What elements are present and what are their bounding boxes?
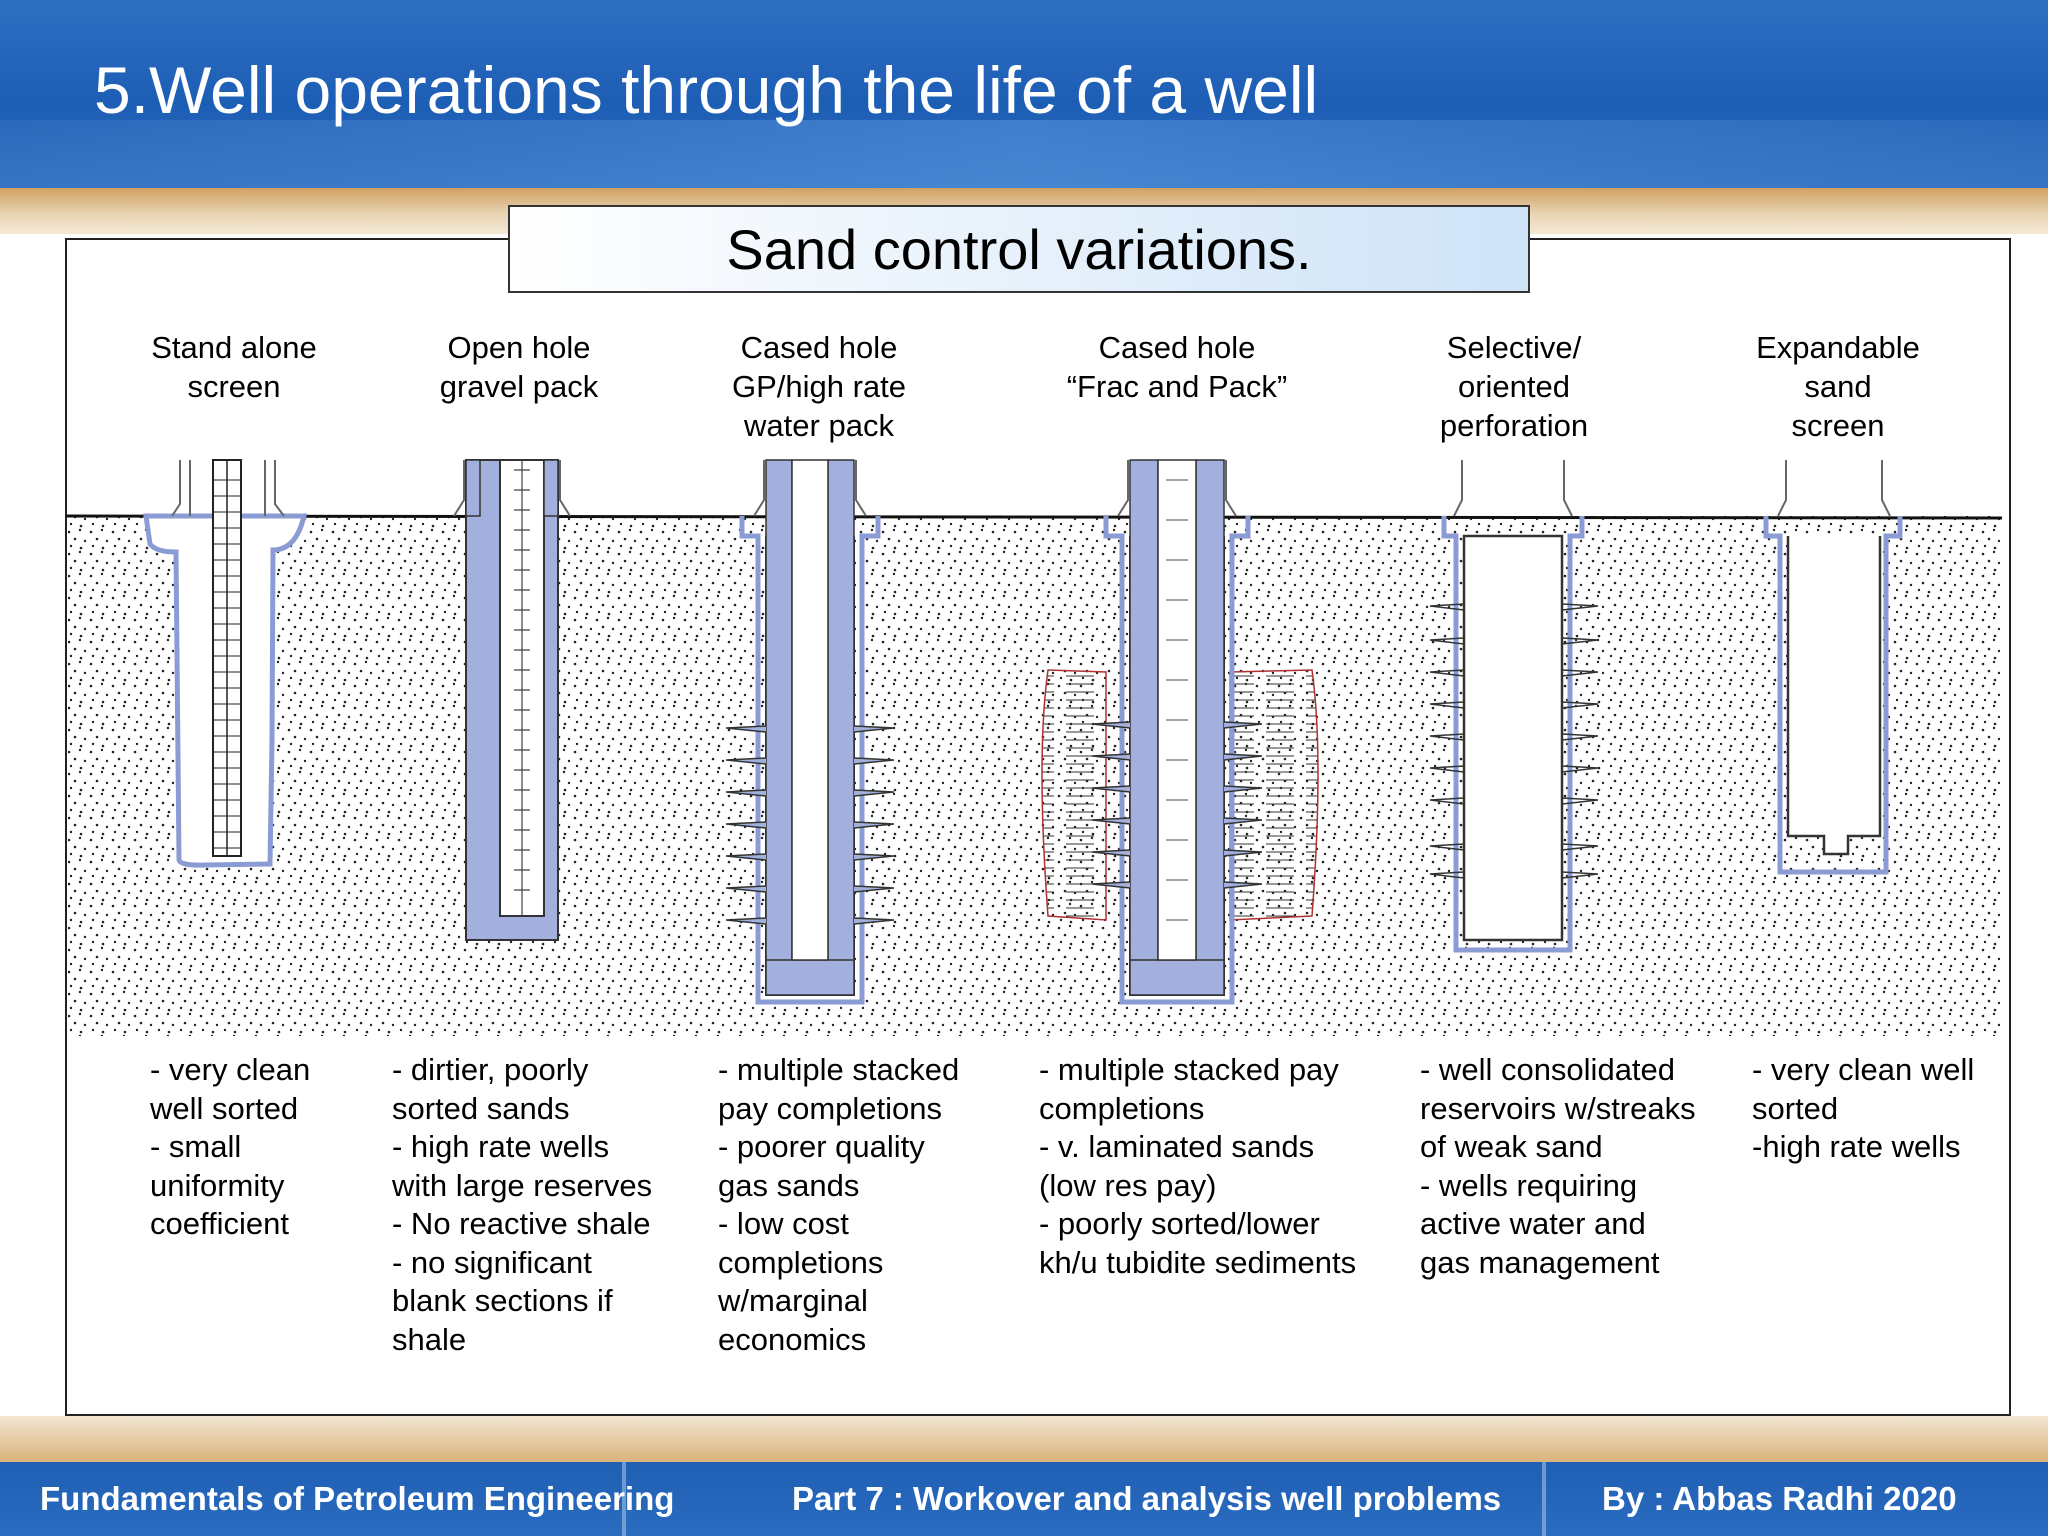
note-line: - well consolidated — [1420, 1052, 1676, 1087]
note-line: sorted sands — [392, 1090, 570, 1126]
column-title-line: Selective/ — [1446, 330, 1582, 365]
footer-divider — [622, 1462, 626, 1536]
note-line: well sorted — [150, 1090, 299, 1126]
column-title-line: gravel pack — [439, 369, 599, 404]
column-title-line: screen — [187, 369, 281, 404]
note-line: pay completions — [718, 1090, 943, 1126]
footer-divider — [1542, 1462, 1546, 1536]
notes-expandable-screen: - very clean well sorted -high rate well… — [1752, 1051, 1974, 1167]
note-line: - low cost — [718, 1206, 849, 1241]
column-title-expandable-screen: Expandable sand screen — [1688, 328, 1988, 445]
well-open-hole-gravel-pack — [453, 459, 571, 941]
well-frac-and-pack — [1041, 459, 1319, 1005]
column-title-line: “Frac and Pack” — [1066, 369, 1288, 404]
note-line: kh/u tubidite sediments — [1039, 1244, 1357, 1280]
note-line: - multiple stacked — [718, 1052, 960, 1087]
note-line: - high rate wells — [392, 1129, 610, 1164]
column-title-selective-perforation: Selective/ oriented perforation — [1364, 328, 1664, 445]
column-title-line: water pack — [744, 408, 894, 443]
column-title-line: Cased hole — [740, 330, 898, 365]
note-line: gas management — [1420, 1244, 1660, 1280]
column-title-line: sand — [1804, 369, 1872, 404]
well-selective-perforation — [1429, 460, 1599, 953]
sand-formation — [68, 516, 2000, 1036]
well-expandable-screen — [1763, 460, 1903, 875]
note-line: completions — [1039, 1090, 1205, 1126]
column-title-line: Stand alone — [151, 330, 317, 365]
column-title-open-hole-gravel-pack: Open hole gravel pack — [369, 328, 669, 406]
note-line: economics — [718, 1321, 867, 1357]
column-title-cased-hole-gp: Cased hole GP/high rate water pack — [669, 328, 969, 445]
note-line: - multiple stacked pay — [1039, 1052, 1339, 1087]
slide-footer: Fundamentals of Petroleum Engineering Pa… — [0, 1462, 2048, 1536]
well-cased-hole-gp — [725, 459, 895, 1005]
note-line: - dirtier, poorly — [392, 1052, 589, 1087]
note-line: gas sands — [718, 1167, 860, 1203]
column-title-line: screen — [1791, 408, 1885, 443]
note-line: completions — [718, 1244, 884, 1280]
footer-course-title: Fundamentals of Petroleum Engineering — [40, 1480, 675, 1517]
note-line: uniformity — [150, 1167, 285, 1203]
well-diagram — [66, 459, 2002, 1036]
subtitle-box: Sand control variations. — [508, 205, 1530, 293]
column-title-frac-and-pack: Cased hole “Frac and Pack” — [1027, 328, 1327, 406]
note-line: shale — [392, 1321, 467, 1357]
slide-title: 5.Well operations through the life of a … — [94, 53, 1319, 127]
note-line: coefficient — [150, 1206, 290, 1241]
column-title-line: Cased hole — [1098, 330, 1256, 365]
notes-selective-perforation: - well consolidated reservoirs w/streaks… — [1420, 1051, 1696, 1282]
note-line: - very clean — [150, 1052, 311, 1087]
note-line: - poorly sorted/lower — [1039, 1206, 1320, 1241]
note-line: - poorer quality — [718, 1129, 925, 1164]
note-line: of weak sand — [1420, 1129, 1603, 1164]
footer-accent-band — [0, 1416, 2048, 1462]
column-title-line: Expandable — [1756, 330, 1920, 365]
notes-frac-and-pack: - multiple stacked pay completions - v. … — [1039, 1051, 1356, 1282]
note-line: -high rate wells — [1752, 1129, 1961, 1164]
column-title-line: GP/high rate — [731, 369, 907, 404]
note-line: active water and — [1420, 1206, 1646, 1241]
notes-stand-alone-screen: - very clean well sorted - small uniform… — [150, 1051, 310, 1244]
diagram-subtitle: Sand control variations. — [726, 217, 1312, 281]
ground-surface-line — [66, 514, 2002, 520]
note-line: - small — [150, 1129, 242, 1164]
column-title-line: perforation — [1439, 408, 1589, 443]
column-title-stand-alone-screen: Stand alone screen — [84, 328, 384, 406]
notes-open-hole-gravel-pack: - dirtier, poorly sorted sands - high ra… — [392, 1051, 652, 1359]
note-line: blank sections if — [392, 1283, 613, 1318]
footer-part-title: Part 7 : Workover and analysis well prob… — [792, 1480, 1502, 1517]
note-line: - wells requiring — [1420, 1167, 1638, 1203]
note-line: - v. laminated sands — [1039, 1129, 1315, 1164]
note-line: sorted — [1752, 1090, 1839, 1126]
slide-header: 5.Well operations through the life of a … — [0, 0, 2048, 190]
note-line: - no significant — [392, 1244, 592, 1280]
note-line: reservoirs w/streaks — [1420, 1090, 1696, 1126]
note-line: (low res pay) — [1039, 1167, 1217, 1203]
note-line: - No reactive shale — [392, 1206, 651, 1241]
footer-author: By : Abbas Radhi 2020 — [1602, 1480, 1957, 1517]
notes-cased-hole-gp: - multiple stacked pay completions - poo… — [718, 1051, 959, 1359]
column-title-line: oriented — [1457, 369, 1571, 404]
note-line: - very clean well — [1752, 1052, 1975, 1087]
note-line: with large reserves — [392, 1167, 653, 1203]
note-line: w/marginal — [718, 1283, 868, 1318]
well-stand-alone-screen — [143, 459, 308, 868]
column-title-line: Open hole — [447, 330, 591, 365]
